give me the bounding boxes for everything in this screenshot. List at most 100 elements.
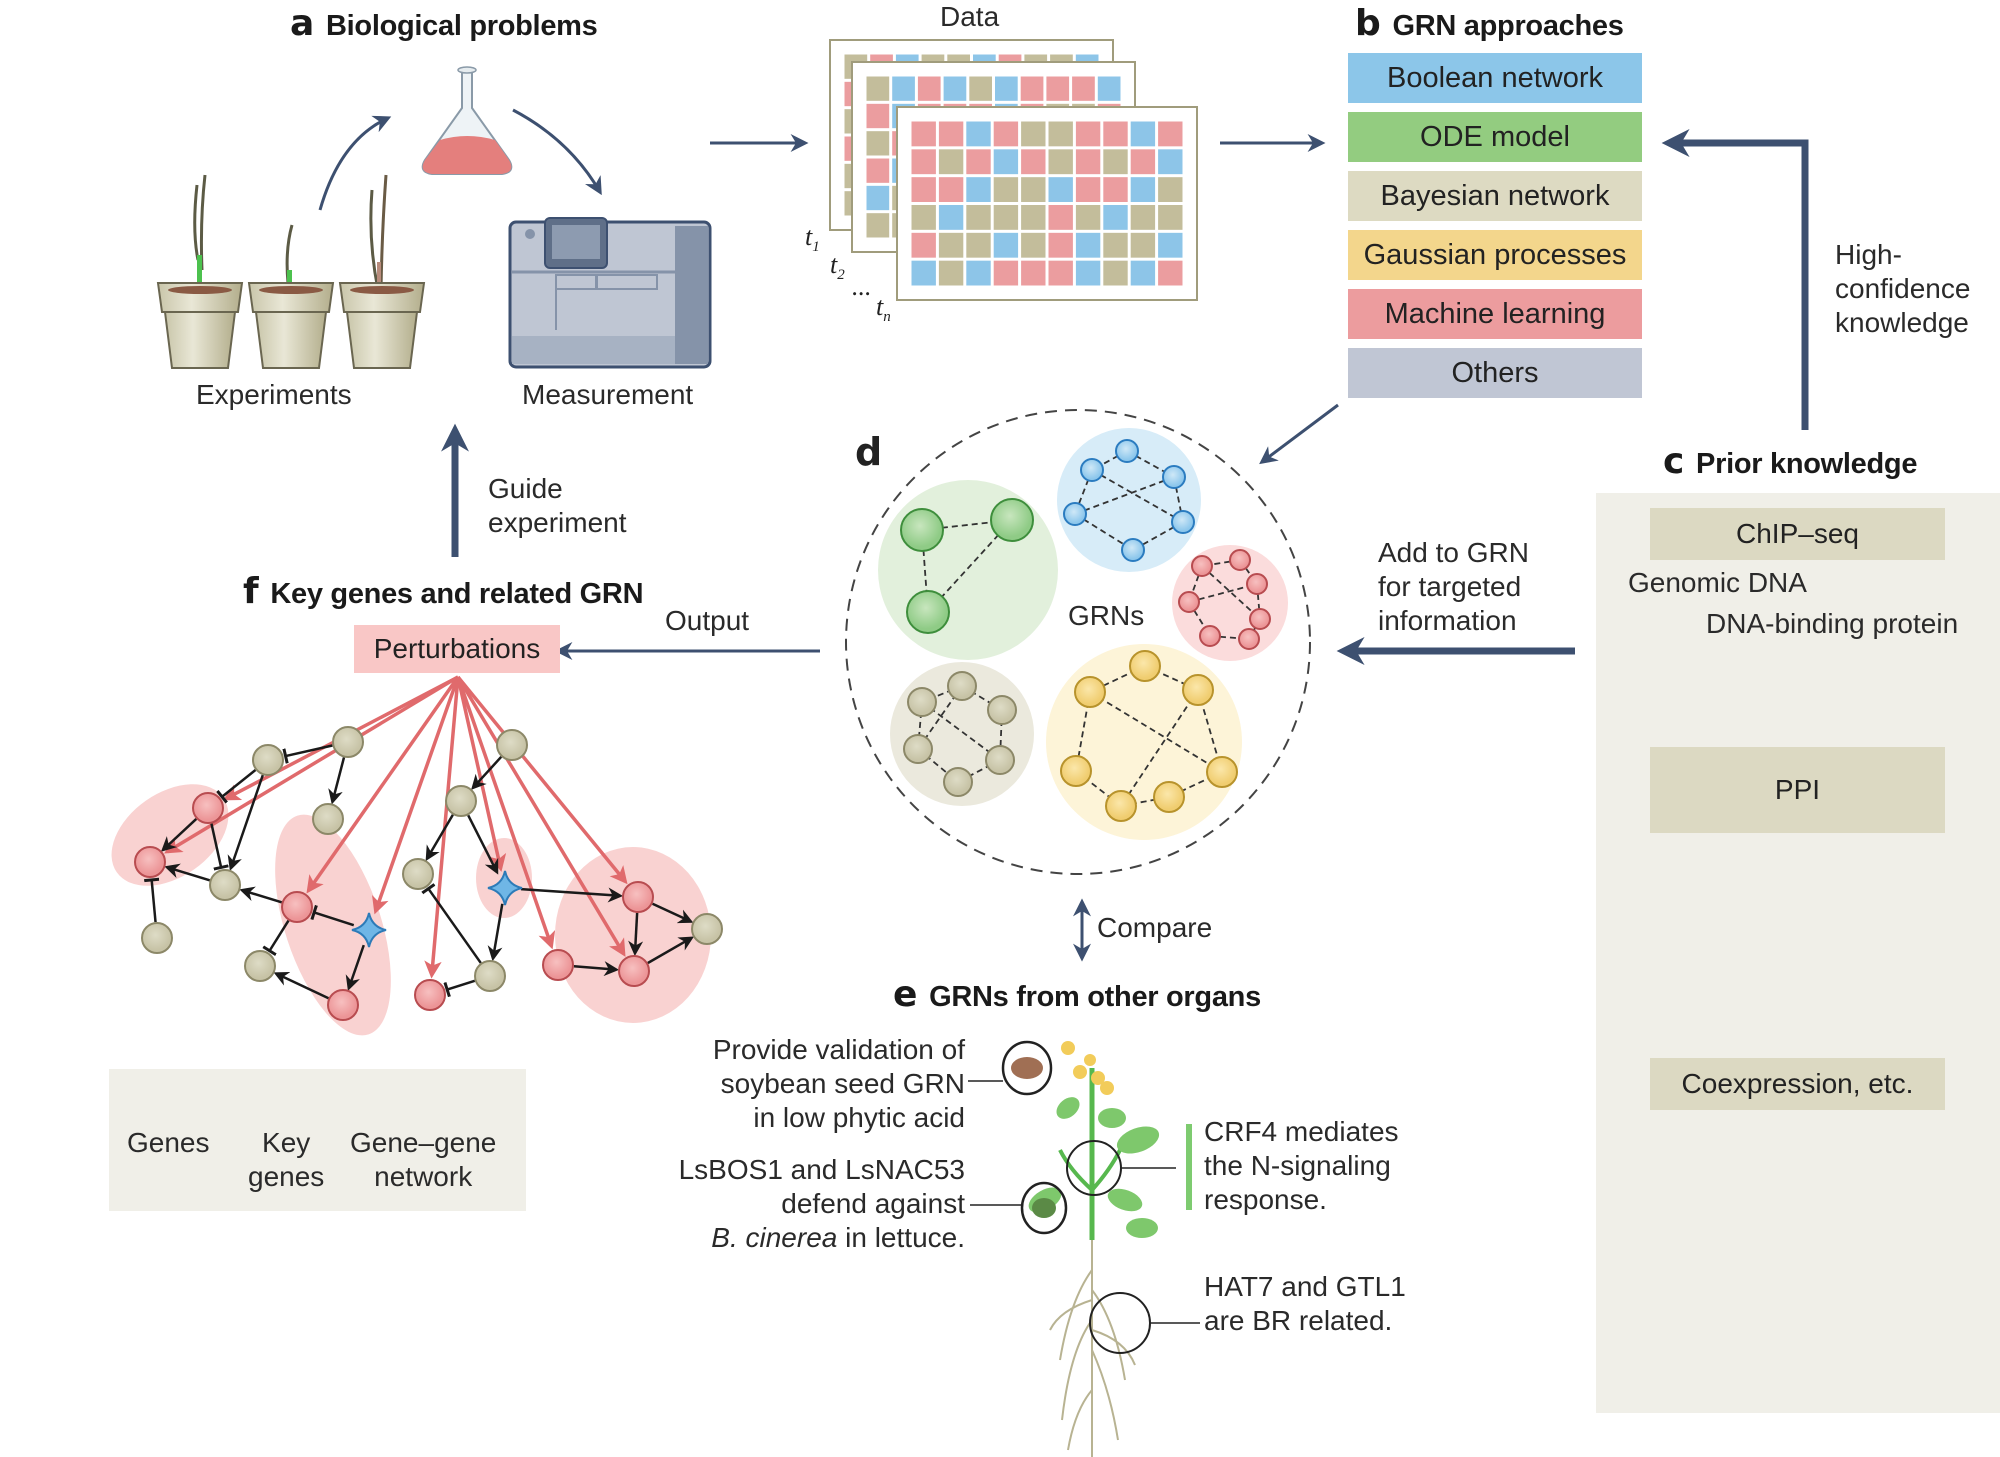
activation-edge bbox=[328, 757, 346, 805]
gene-node bbox=[907, 687, 937, 717]
gene-node bbox=[1238, 628, 1260, 650]
leaf-callout-circle bbox=[1020, 1181, 1068, 1235]
data-cell bbox=[1130, 205, 1156, 230]
data-cell bbox=[966, 177, 991, 202]
approach-item: Boolean network bbox=[1348, 53, 1642, 103]
output-label: Output bbox=[665, 605, 750, 636]
gene-node bbox=[1074, 676, 1106, 708]
activation-edge bbox=[227, 774, 264, 871]
data-cell bbox=[1048, 177, 1073, 202]
data-cell bbox=[1021, 121, 1046, 147]
perturbation-arrow bbox=[456, 676, 507, 872]
panel-c-title-text: Prior knowledge bbox=[1696, 448, 1918, 480]
gene-node bbox=[1229, 549, 1251, 571]
cluster-edge bbox=[1201, 565, 1261, 620]
soybean-seed-icon bbox=[1011, 1057, 1043, 1079]
activation-edge bbox=[273, 971, 330, 1000]
activation-edge bbox=[467, 814, 499, 875]
data-cell bbox=[1021, 149, 1046, 175]
data-cell bbox=[1046, 76, 1070, 101]
perturbation-arrow bbox=[164, 675, 459, 854]
approach-item: Gaussian processes bbox=[1348, 230, 1642, 280]
cluster-edge bbox=[1120, 689, 1199, 807]
gene-node bbox=[1246, 573, 1268, 595]
grn-cluster-yellow bbox=[1046, 644, 1242, 840]
cluster-edge bbox=[1091, 469, 1184, 523]
data-cell bbox=[1103, 205, 1128, 230]
data-cell bbox=[911, 232, 936, 258]
gene-node bbox=[1063, 502, 1087, 526]
gene-node bbox=[943, 767, 973, 797]
data-cell bbox=[1075, 260, 1101, 286]
data-cell bbox=[1103, 232, 1128, 258]
gene-node-red bbox=[622, 881, 654, 913]
gene-node bbox=[1121, 538, 1145, 562]
activation-edge bbox=[345, 944, 365, 991]
inhibition-edge bbox=[262, 919, 290, 957]
data-cell bbox=[1021, 260, 1046, 286]
data-cell bbox=[1130, 149, 1156, 175]
data-cell bbox=[938, 121, 964, 147]
panel-d-letter: d bbox=[855, 430, 883, 474]
data-cell bbox=[911, 121, 936, 147]
data-cell bbox=[866, 131, 890, 156]
data-cell bbox=[866, 185, 890, 211]
inhibition-edge bbox=[210, 823, 229, 871]
gene-node bbox=[1206, 756, 1238, 788]
approach-item: Others bbox=[1348, 348, 1642, 398]
time-label-t1: t1 bbox=[805, 222, 820, 256]
prior-item-ppi: PPI bbox=[1650, 747, 1945, 833]
cluster-edge bbox=[961, 685, 1003, 711]
data-cell bbox=[1021, 205, 1046, 230]
gene-node bbox=[903, 734, 933, 764]
data-cell bbox=[1103, 177, 1128, 202]
gene-node bbox=[1171, 510, 1195, 534]
activation-edge bbox=[628, 912, 644, 957]
activation-edge bbox=[239, 886, 283, 904]
data-cell bbox=[1130, 121, 1156, 147]
gene-node bbox=[1249, 608, 1271, 630]
data-cell bbox=[1097, 76, 1121, 101]
compare-label: Compare bbox=[1097, 912, 1213, 943]
cluster-edge bbox=[1188, 583, 1258, 603]
data-cell bbox=[938, 177, 964, 202]
gene-node-tan bbox=[445, 785, 477, 817]
panel-a-title-text: Biological problems bbox=[326, 10, 598, 42]
arrow-approaches-to-grns bbox=[1259, 403, 1339, 465]
gene-node bbox=[1115, 439, 1139, 463]
prior-item-chipseq: ChIP–seq bbox=[1650, 508, 1945, 560]
data-cell bbox=[966, 149, 991, 175]
cluster-edge bbox=[921, 701, 1001, 761]
data-cell bbox=[966, 260, 991, 286]
activation-edge bbox=[573, 961, 620, 977]
data-cell bbox=[1021, 177, 1046, 202]
arrow-flask-to-measurement bbox=[512, 108, 602, 196]
cluster-edge bbox=[1074, 469, 1093, 515]
gene-node bbox=[1129, 650, 1161, 682]
gene-node-tan bbox=[252, 744, 284, 776]
legend-box bbox=[109, 1069, 526, 1211]
gene-node bbox=[1060, 755, 1092, 787]
gene-node-tan bbox=[474, 960, 506, 992]
gene-node-tan bbox=[244, 950, 276, 982]
grn-cluster-green bbox=[878, 480, 1058, 660]
seed-callout-circle bbox=[1001, 1040, 1053, 1096]
data-cell bbox=[1103, 260, 1128, 286]
panel-b-letter: b bbox=[1355, 3, 1381, 44]
data-cell bbox=[1158, 232, 1183, 258]
dna-binding-protein-label: DNA-binding protein bbox=[1706, 608, 1959, 639]
gene-node bbox=[1153, 781, 1185, 813]
time-label-tn: tn bbox=[876, 292, 891, 326]
gene-node-red bbox=[542, 949, 574, 981]
panel-e-letter: e bbox=[893, 974, 918, 1015]
data-cell bbox=[1130, 260, 1156, 286]
